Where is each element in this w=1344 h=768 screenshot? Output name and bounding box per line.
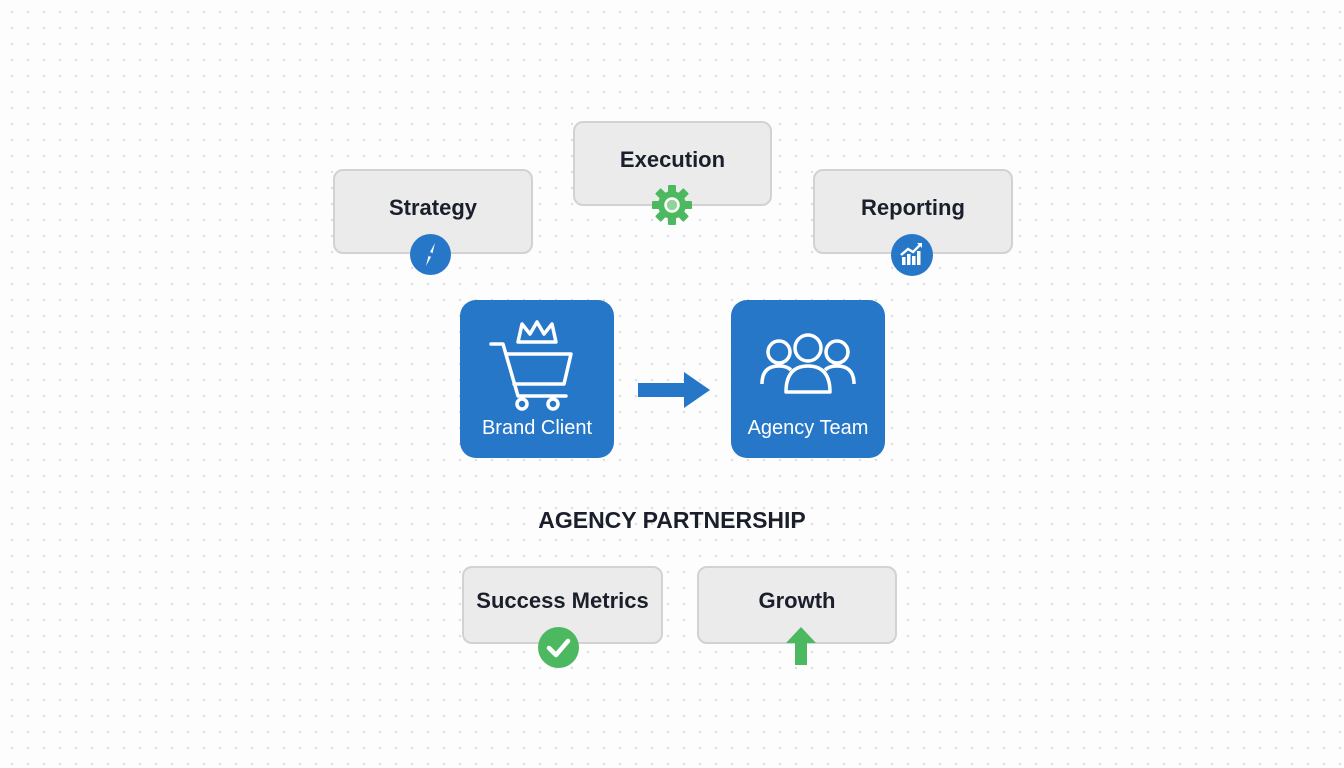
compass-icon bbox=[410, 234, 451, 275]
strategy-label: Strategy bbox=[388, 194, 478, 220]
reporting-label: Reporting bbox=[861, 194, 965, 220]
gear-icon bbox=[651, 184, 693, 226]
check-circle-icon bbox=[538, 627, 579, 668]
agency-team-label: Agency Team bbox=[747, 417, 869, 439]
arrow-up-icon bbox=[786, 627, 816, 665]
arrow-right-icon bbox=[638, 372, 710, 408]
shopping-cart-crown-icon bbox=[489, 320, 573, 411]
brand-client-node: Brand Client bbox=[460, 300, 614, 458]
execution-label: Execution bbox=[619, 146, 726, 172]
brand-client-label: Brand Client bbox=[481, 417, 593, 439]
growth-label: Growth bbox=[758, 588, 836, 613]
bar-chart-trend-icon bbox=[891, 234, 933, 276]
people-group-icon bbox=[760, 333, 856, 394]
diagram-title: AGENCY PARTNERSHIP bbox=[538, 507, 806, 533]
agency-team-node: Agency Team bbox=[731, 300, 885, 458]
success-metrics-label: Success Metrics bbox=[476, 588, 649, 613]
